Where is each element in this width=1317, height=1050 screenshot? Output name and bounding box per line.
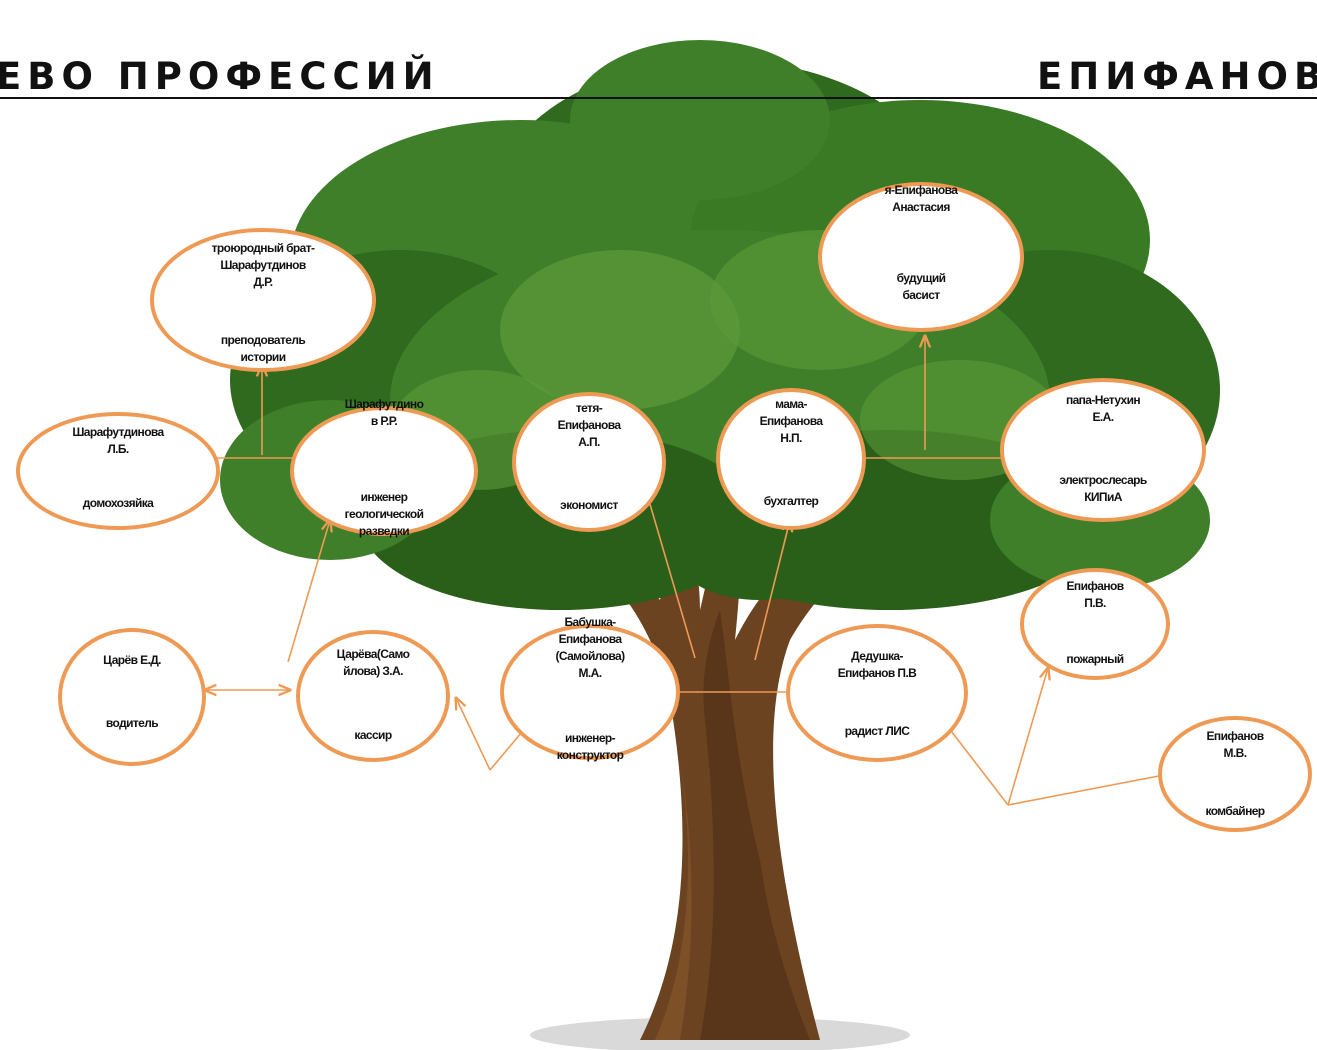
page-title-right: ЕПИФАНОВО	[1037, 55, 1317, 98]
node-sharafutdinov-profession: инженер геологической разведки	[344, 490, 424, 538]
node-me-profession: будущий басист	[896, 271, 946, 302]
node-epifanov-pv: Епифанов П.В. пожарный	[1020, 568, 1170, 680]
node-grandma-profession: инженер- конструктор	[556, 731, 624, 762]
node-tsarev-profession: водитель	[105, 716, 159, 730]
node-sharafutdinova-profession: домохозяйка	[82, 496, 154, 510]
node-tsareva-name: Царёва(Само йлова) З.А.	[336, 647, 410, 678]
node-me-name: я-Епифанова Анастасия	[884, 183, 958, 214]
node-sharafutdinova-name: Шарафутдинова Л.Б.	[72, 425, 164, 456]
node-epifanov-pv-profession: пожарный	[1066, 652, 1124, 666]
node-dad-profession: электрослесарь КИПиА	[1059, 473, 1147, 504]
node-dad: папа-Нетухин Е.А. электрослесарь КИПиА	[1000, 378, 1206, 522]
node-sharafutdinov: Шарафутдино в Р.Р. инженер геологической…	[290, 397, 478, 538]
header-rule	[0, 97, 1317, 99]
trunk-shade	[700, 610, 810, 1040]
node-cousin-profession: преподователь истории	[220, 333, 306, 364]
node-cousin-name: троюродный брат- Шарафутдинов Д.Р.	[211, 241, 315, 289]
node-mom-profession: бухгалтер	[763, 494, 819, 508]
node-grandma-name: Бабушка- Епифанова (Самойлова) М.А.	[555, 615, 626, 680]
node-cousin: троюродный брат- Шарафутдинов Д.Р. препо…	[150, 228, 376, 372]
node-mom-name: мама- Епифанова Н.П.	[759, 397, 823, 445]
node-epifanov-mv-profession: комбайнер	[1205, 804, 1265, 818]
node-tsareva-profession: кассир	[354, 728, 392, 742]
node-aunt-profession: экономист	[560, 498, 618, 512]
trunk-highlight	[655, 760, 692, 1040]
node-tsarev: Царёв Е.Д. водитель	[58, 628, 206, 766]
node-mom: мама- Епифанова Н.П. бухгалтер	[716, 388, 866, 530]
node-aunt-name: тетя- Епифанова А.П.	[557, 401, 621, 449]
node-grandpa: Дедушка- Епифанов П.В радист ЛИС	[786, 624, 968, 762]
node-grandma: Бабушка- Епифанова (Самойлова) М.А. инже…	[500, 615, 680, 762]
node-epifanov-mv-name: Епифанов М.В.	[1206, 729, 1265, 760]
node-epifanov-pv-name: Епифанов П.В.	[1066, 579, 1125, 610]
connector-tsareva-left	[456, 698, 491, 771]
node-epifanov-mv: Епифанов М.В. комбайнер	[1158, 716, 1312, 832]
node-tsarev-name: Царёв Е.Д.	[103, 653, 161, 667]
node-tsareva: Царёва(Само йлова) З.А. кассир	[296, 630, 450, 762]
connector-trunk-mom	[754, 520, 790, 661]
node-sharafutdinova: Шарафутдинова Л.Б. домохозяйка	[16, 412, 220, 530]
node-grandpa-name: Дедушка- Епифанов П.В	[837, 649, 917, 680]
node-sharafutdinov-name: Шарафутдино в Р.Р.	[344, 397, 424, 428]
connector-tsarev-to-sharafutdinov	[287, 520, 330, 663]
connector-grandpa-up	[1007, 668, 1048, 806]
page-title-left: ЕВО ПРОФЕССИЙ	[0, 55, 440, 98]
node-grandpa-profession: радист ЛИС	[844, 724, 910, 738]
node-dad-name: папа-Нетухин Е.А.	[1065, 393, 1141, 424]
node-me: я-Епифанова Анастасия будущий басист	[818, 182, 1024, 332]
node-aunt: тетя- Епифанова А.П. экономист	[512, 392, 666, 532]
